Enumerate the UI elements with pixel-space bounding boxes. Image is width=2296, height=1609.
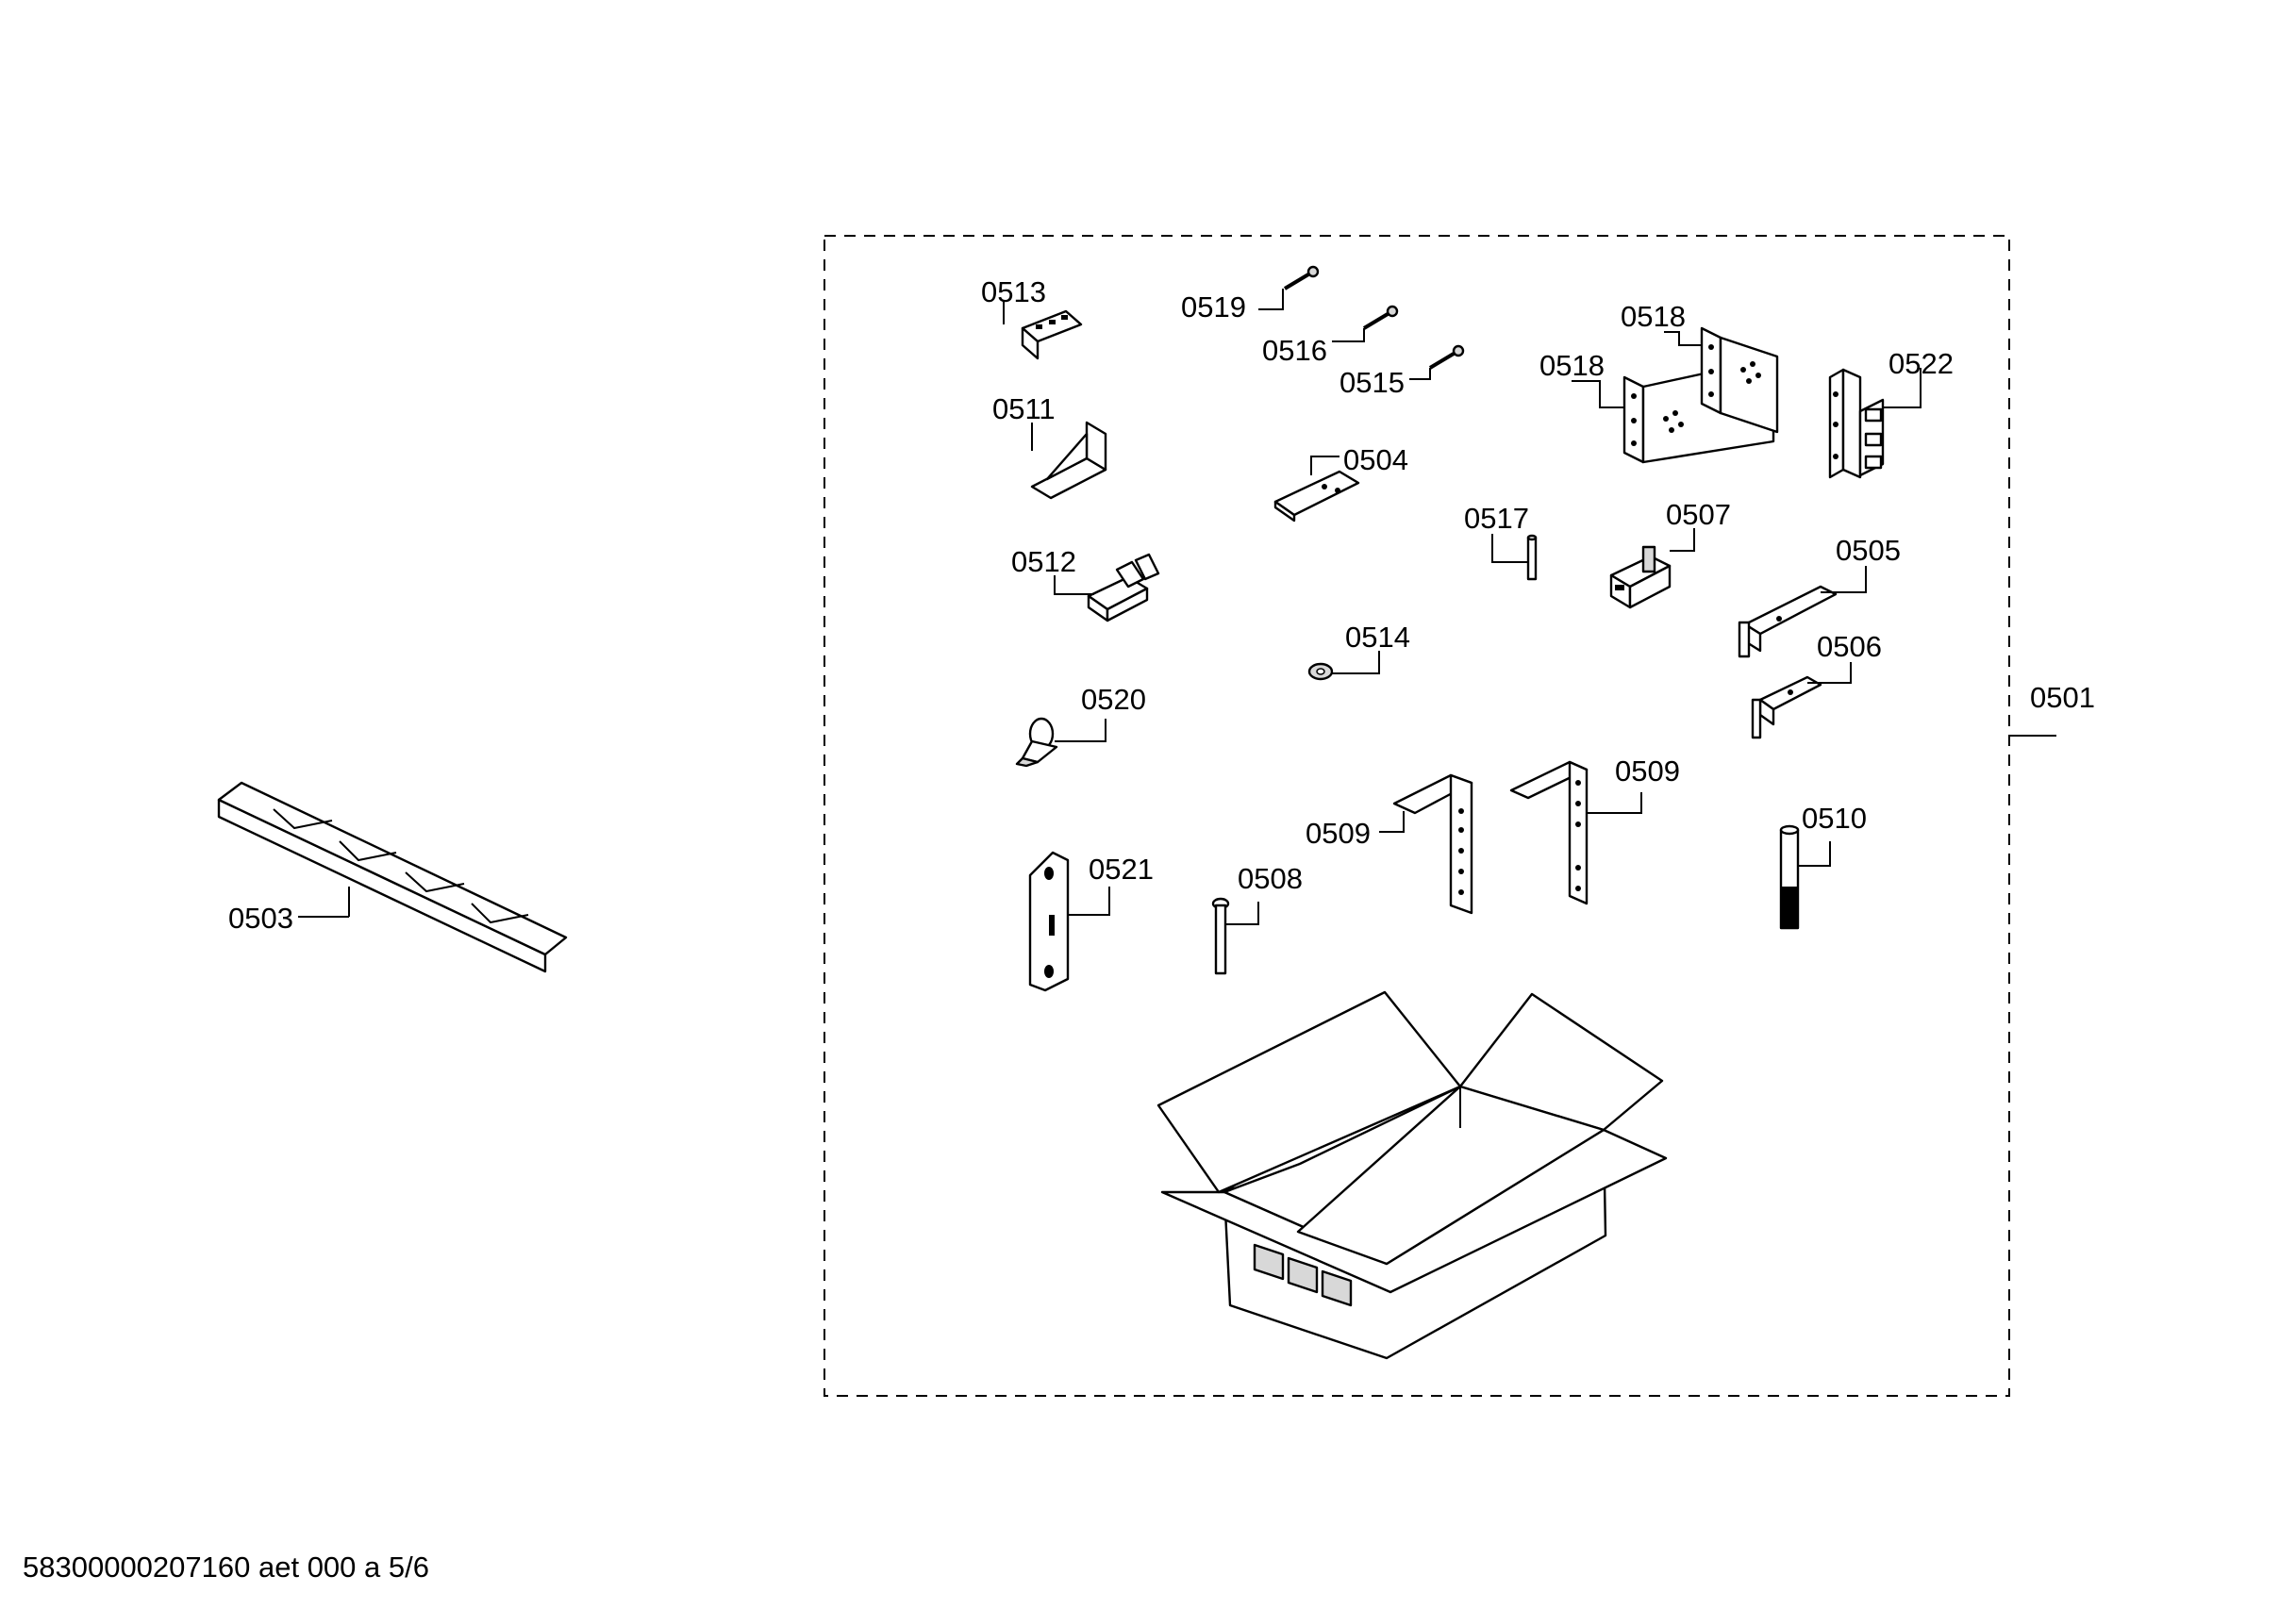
part-0509-bracket-a <box>1392 773 1473 915</box>
part-0512-block <box>1087 553 1160 622</box>
part-0505-hinge-pin-bracket <box>1738 585 1838 658</box>
document-footer: 58300000207160 aet 000 a 5/6 <box>23 1551 429 1584</box>
part-0519-screw <box>1283 265 1320 290</box>
label-0522: 0522 <box>1888 347 1954 380</box>
part-0517-pin <box>1526 534 1538 581</box>
part-0511-angle-bracket <box>1030 421 1107 500</box>
label-0511: 0511 <box>992 392 1056 425</box>
part-0507-latch <box>1609 545 1672 609</box>
label-0516: 0516 <box>1262 334 1327 367</box>
part-0521-bracket <box>1028 851 1070 992</box>
part-0522-hinge <box>1828 368 1885 479</box>
part-0520-plug <box>1015 717 1058 768</box>
part-0503-rail <box>217 781 568 973</box>
label-0518a: 0518 <box>1539 349 1605 382</box>
part-0516-screw <box>1362 305 1399 330</box>
part-0513-clip <box>1021 309 1083 360</box>
label-0518b: 0518 <box>1621 300 1686 333</box>
label-0521: 0521 <box>1089 853 1154 886</box>
label-0514: 0514 <box>1345 621 1410 654</box>
label-0505: 0505 <box>1836 534 1901 567</box>
label-0515: 0515 <box>1339 366 1405 399</box>
part-0509-bracket-b <box>1509 760 1589 905</box>
label-0513: 0513 <box>981 275 1046 308</box>
label-0512: 0512 <box>1011 545 1076 578</box>
shipping-carton <box>1156 990 1668 1360</box>
part-0514-washer <box>1307 662 1334 681</box>
label-0520: 0520 <box>1081 683 1146 716</box>
kit-boundary <box>824 235 2010 1397</box>
label-0510: 0510 <box>1802 802 1867 835</box>
label-0517: 0517 <box>1464 502 1529 535</box>
part-0504-plate <box>1273 470 1360 523</box>
label-0508: 0508 <box>1238 862 1303 895</box>
part-0515-screw <box>1428 344 1465 370</box>
label-0506: 0506 <box>1817 630 1882 663</box>
label-0519: 0519 <box>1181 290 1246 323</box>
part-0510-spring-pin <box>1779 824 1800 930</box>
label-0509a: 0509 <box>1306 817 1371 850</box>
label-0501: 0501 <box>2030 681 2095 714</box>
label-0504: 0504 <box>1343 443 1408 476</box>
part-0518-hinge-plate-b <box>1700 326 1779 434</box>
part-0506-hinge-pin-bracket <box>1751 675 1822 739</box>
part-0508-rivet <box>1211 897 1230 975</box>
label-0503: 0503 <box>228 902 293 935</box>
label-0509b: 0509 <box>1615 755 1680 788</box>
label-0507: 0507 <box>1666 498 1731 531</box>
